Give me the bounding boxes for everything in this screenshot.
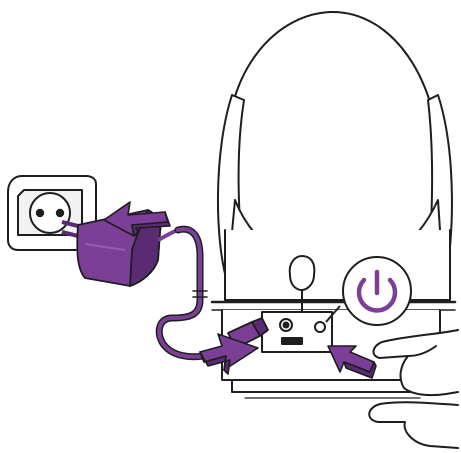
sd-slot	[281, 337, 303, 345]
power-button	[314, 321, 326, 333]
charger-icon	[61, 209, 179, 287]
arrow-icon	[327, 345, 377, 379]
power-cable	[155, 225, 240, 361]
camera-joint	[288, 255, 316, 291]
power-icon	[356, 269, 398, 313]
arrow-icon	[103, 201, 171, 237]
camera-dome	[226, 10, 441, 263]
arrow-icon	[199, 333, 259, 375]
camera-base	[224, 229, 451, 301]
wall-socket-icon	[7, 175, 97, 251]
reset-hole	[279, 318, 293, 332]
power-callout	[325, 256, 412, 326]
hand-icon	[368, 329, 459, 449]
